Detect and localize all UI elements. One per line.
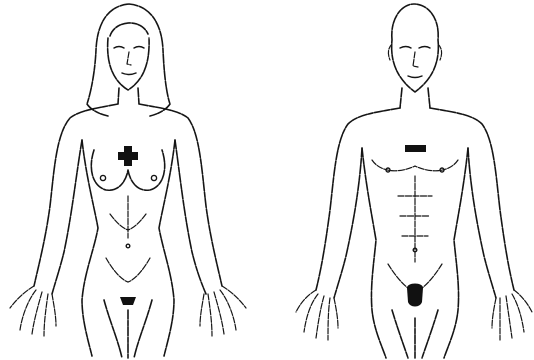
male-genital-mark [407, 284, 423, 307]
male-mouth [408, 76, 422, 78]
female-navel [126, 244, 130, 248]
male-chest [372, 160, 458, 171]
female-left-nipple [100, 175, 105, 180]
female-left-hand [10, 286, 56, 336]
male-left-hand [296, 290, 338, 340]
female-right-arm [139, 104, 222, 294]
female-nose [127, 52, 131, 65]
male-nose [413, 52, 418, 67]
plus-symbol [118, 146, 138, 166]
male-neck [400, 88, 430, 108]
female-left-arm [34, 104, 118, 294]
female-mouth [122, 73, 136, 75]
female-right-hand [200, 286, 246, 336]
female-right-nipple [151, 175, 156, 180]
male-legs [392, 310, 438, 358]
female-hair [87, 4, 170, 116]
female-eyes [114, 47, 144, 49]
female-abdomen [106, 196, 150, 282]
male-abdomen [388, 176, 442, 292]
female-pubic-mark [120, 297, 136, 305]
minus-symbol [405, 145, 426, 152]
male-figure [296, 4, 532, 358]
female-legs [104, 300, 152, 358]
male-left-arm [316, 108, 400, 298]
male-eyes [400, 47, 430, 49]
male-right-hand [492, 290, 532, 340]
male-head [392, 4, 439, 92]
female-figure [10, 4, 246, 358]
male-right-arm [430, 108, 514, 298]
